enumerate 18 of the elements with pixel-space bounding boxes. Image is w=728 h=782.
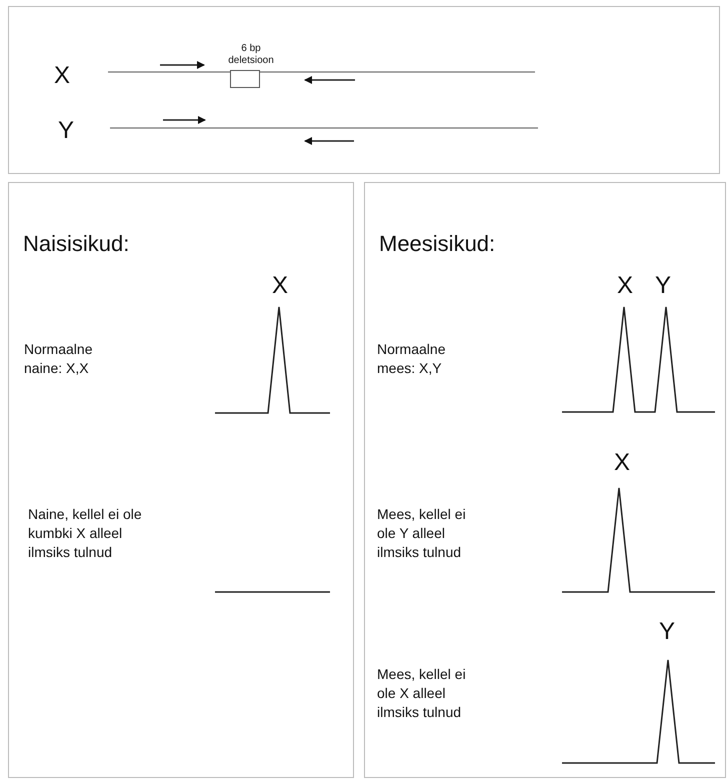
panel [8, 6, 720, 174]
allele-label: Y [654, 271, 672, 301]
allele-label: Y [56, 116, 75, 146]
allele-label: X [612, 448, 631, 478]
panel-heading: Meesisikud: [379, 231, 496, 257]
deletion-label: 6 bp deletsioon [227, 43, 275, 67]
allele-label: Y [658, 617, 676, 647]
allele-label: X [270, 271, 289, 301]
sample-description: Mees, kellel ei ole Y alleel ilmsiks tulnud [377, 505, 467, 562]
allele-label: X [616, 271, 634, 301]
sample-description: Naine, kellel ei ole kumbki X alleel ilmsiks tulnud [28, 505, 143, 562]
allele-label: X [52, 61, 71, 91]
panel [8, 182, 354, 778]
sample-description: Normaalne naine: X,X [24, 340, 94, 378]
panel-heading: Naisisikud: [23, 231, 130, 257]
sample-description: Normaalne mees: X,Y [377, 340, 446, 378]
panel [364, 182, 726, 778]
sample-description: Mees, kellel ei ole X alleel ilmsiks tulnud [377, 665, 467, 722]
